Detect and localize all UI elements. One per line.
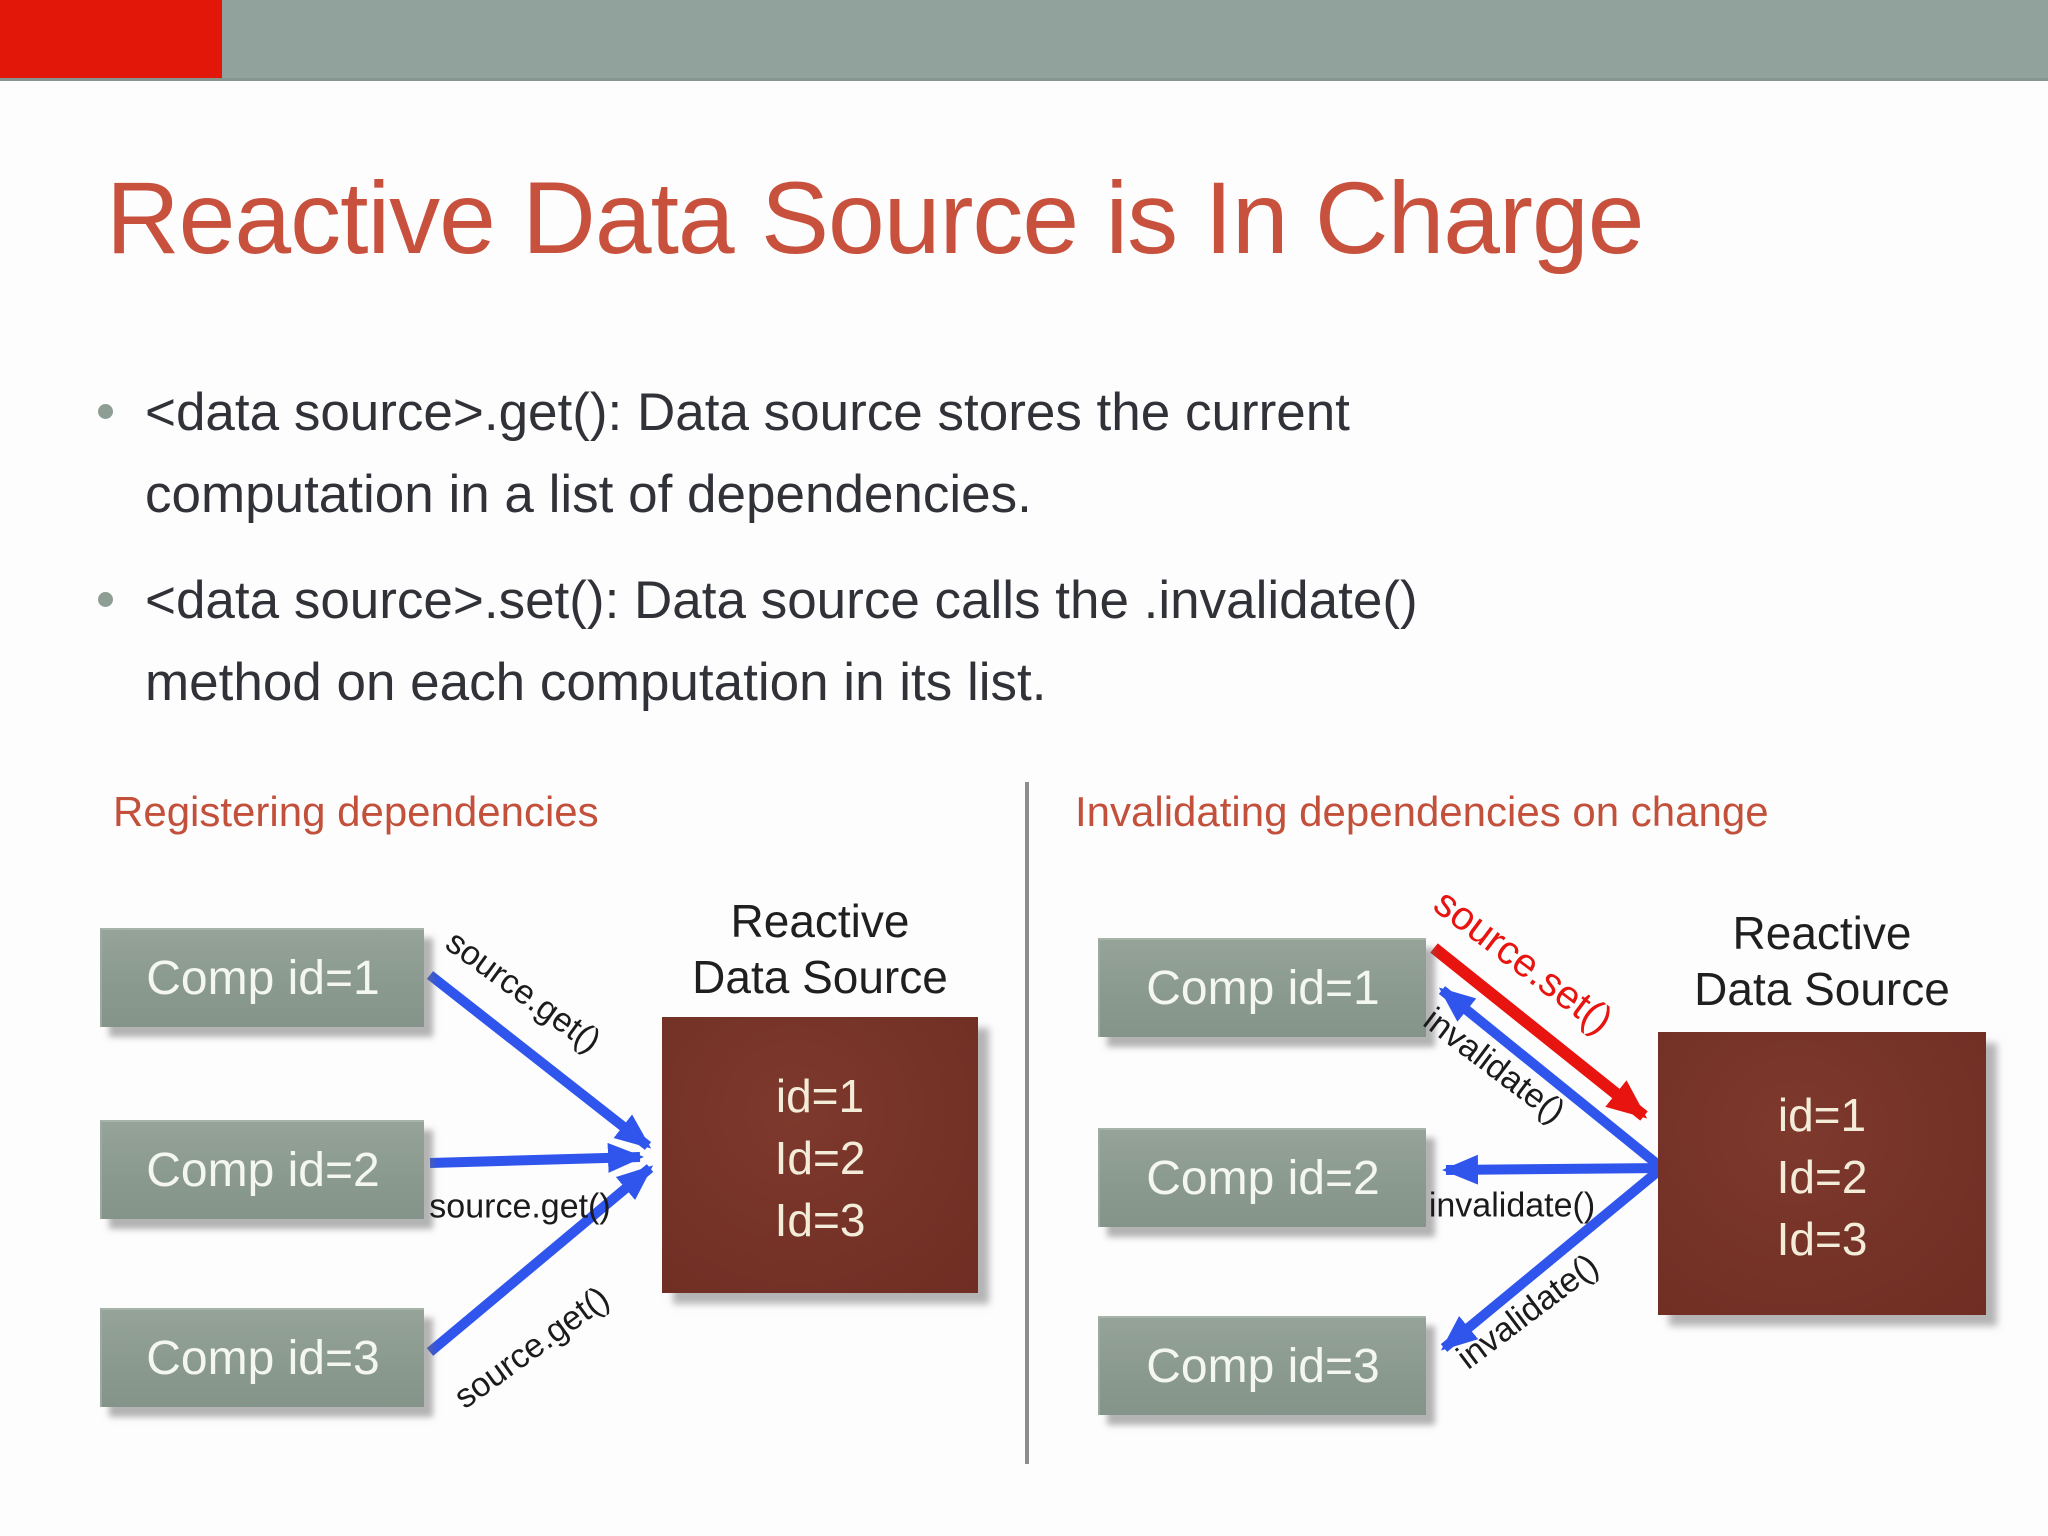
- top-bar: [0, 0, 2048, 81]
- left-source-title: Reactive Data Source: [640, 893, 1000, 1005]
- invalidate-label-2: invalidate(): [1428, 1186, 1596, 1225]
- bullet-line: method on each computation in its list.: [145, 653, 1047, 712]
- source-item: Id=3: [774, 1194, 866, 1246]
- comp-box-left-1: Comp id=1: [100, 928, 424, 1027]
- left-source-title-line: Reactive: [730, 895, 910, 947]
- right-source-title-line: Reactive: [1732, 907, 1912, 959]
- left-source-box: id=1 Id=2 Id=3: [662, 1017, 978, 1293]
- bullet-item: <data source>.set(): Data source calls t…: [98, 560, 1418, 724]
- comp-box-right-2: Comp id=2: [1098, 1128, 1426, 1227]
- comp-box-left-2: Comp id=2: [100, 1120, 424, 1219]
- source-get-label-2: source.get(): [429, 1187, 611, 1226]
- source-item: Id=2: [1776, 1151, 1868, 1203]
- invalidate-label-1: invalidate(): [1416, 1000, 1573, 1131]
- bullet-dot-icon: [98, 592, 113, 607]
- slide-title: Reactive Data Source is In Charge: [106, 161, 1644, 275]
- comp-box-right-1: Comp id=1: [1098, 938, 1426, 1037]
- comp-box-left-3: Comp id=3: [100, 1308, 424, 1407]
- source-item: Id=3: [1776, 1213, 1868, 1265]
- source-get-label-3: source.get(): [447, 1278, 617, 1417]
- bullet-line: computation in a list of dependencies.: [145, 465, 1032, 524]
- panel-divider: [1025, 782, 1029, 1464]
- comp-box-right-3: Comp id=3: [1098, 1316, 1426, 1415]
- bullet-list: <data source>.get(): Data source stores …: [98, 372, 1418, 748]
- source-item: id=1: [1777, 1089, 1867, 1141]
- bullet-item: <data source>.get(): Data source stores …: [98, 372, 1418, 536]
- bullet-dot-icon: [98, 404, 113, 419]
- right-panel-heading: Invalidating dependencies on change: [1075, 788, 1769, 835]
- right-source-title-line: Data Source: [1694, 963, 1950, 1015]
- invalidate-label-3: invalidate(): [1449, 1246, 1606, 1377]
- source-get-arrow-2: [429, 1142, 644, 1173]
- left-source-title-line: Data Source: [692, 951, 948, 1003]
- invalidate-arrow-2: [1442, 1154, 1663, 1185]
- source-get-label-1: source.get(): [438, 922, 608, 1061]
- bullet-line: <data source>.get(): Data source stores …: [145, 383, 1350, 442]
- bullet-line: <data source>.set(): Data source calls t…: [145, 571, 1418, 630]
- right-source-title: Reactive Data Source: [1646, 905, 1998, 1017]
- red-corner-marker: [0, 0, 222, 78]
- right-source-box: id=1 Id=2 Id=3: [1658, 1032, 1986, 1315]
- source-item: Id=2: [774, 1132, 866, 1184]
- source-item: id=1: [775, 1070, 865, 1122]
- invalidate-arrow-1: [1438, 986, 1666, 1172]
- left-panel-heading: Registering dependencies: [113, 788, 599, 835]
